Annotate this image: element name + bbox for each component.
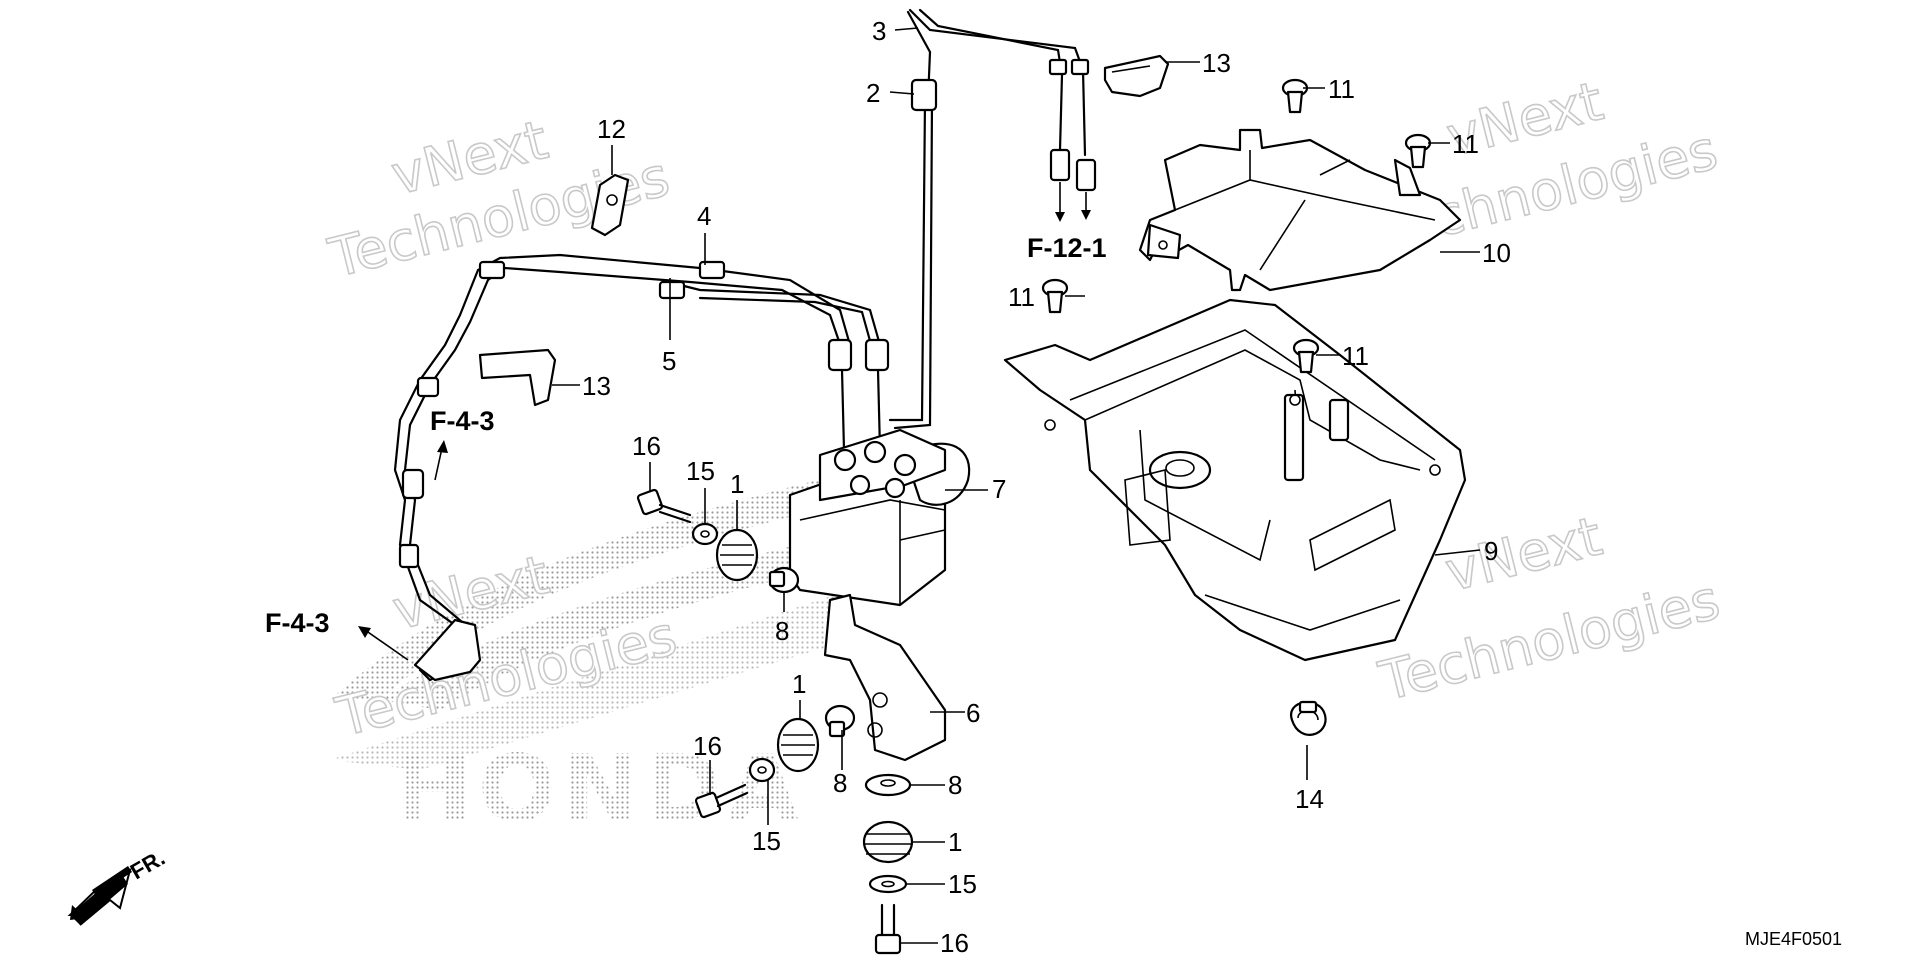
callout-16-c[interactable]: 16 (940, 928, 969, 958)
callout-15-b[interactable]: 15 (752, 826, 781, 856)
callout-6[interactable]: 6 (966, 698, 980, 728)
honda-logo-text: HONDA (395, 735, 805, 842)
clip-11-b[interactable] (1404, 133, 1432, 169)
callout-11-c[interactable]: 11 (1008, 282, 1035, 312)
callout-14[interactable]: 14 (1295, 784, 1324, 814)
watermark-line1: vNext (1439, 505, 1607, 604)
callout-11-a[interactable]: 11 (1328, 74, 1355, 104)
bracket-6[interactable] (823, 593, 947, 762)
collar-8-a[interactable] (768, 566, 800, 594)
callout-8-b[interactable]: 8 (833, 768, 847, 798)
arrow-f-12-1 (1055, 182, 1091, 222)
callout-4[interactable]: 4 (697, 201, 711, 231)
brake-pipe-4-5[interactable] (393, 253, 890, 682)
band-14[interactable] (1290, 700, 1327, 736)
abs-modulator-7[interactable] (788, 428, 971, 607)
clip-12[interactable] (590, 173, 630, 237)
callout-12[interactable]: 12 (597, 114, 626, 144)
grommet-1-b[interactable] (776, 717, 820, 773)
callout-1-c[interactable]: 1 (948, 827, 962, 857)
front-label: FR. (126, 845, 169, 884)
callout-3[interactable]: 3 (872, 16, 886, 46)
washer-15-a[interactable] (691, 522, 719, 546)
arrow-f-4-3-lower (358, 626, 409, 661)
callout-10[interactable]: 10 (1482, 238, 1511, 268)
callout-15-c[interactable]: 15 (948, 869, 977, 899)
callout-16-a[interactable]: 16 (632, 431, 661, 461)
washer-15-c[interactable] (868, 874, 908, 894)
ref-f-4-3-upper[interactable]: F-4-3 (430, 406, 495, 436)
callout-8-a[interactable]: 8 (775, 616, 789, 646)
clip-13-top[interactable] (1103, 54, 1170, 98)
callout-13-top[interactable]: 13 (1202, 48, 1231, 78)
callout-2[interactable]: 2 (866, 78, 880, 108)
watermark-line2: Technologies (1373, 568, 1726, 713)
bolt-16-b[interactable] (694, 783, 749, 819)
cross-references: F-12-1 F-4-3 F-4-3 (265, 233, 1107, 638)
bolt-16-c[interactable] (874, 903, 902, 955)
callout-11-b[interactable]: 11 (1452, 129, 1479, 159)
battery-cover-10[interactable] (1138, 128, 1462, 292)
clip-11-d[interactable] (1292, 338, 1320, 374)
front-direction-indicator: FR. (67, 845, 169, 926)
bolt-16-a[interactable] (636, 488, 692, 524)
callout-15-a[interactable]: 15 (686, 456, 715, 486)
clip-13-left[interactable] (478, 348, 557, 407)
callout-11-d[interactable]: 11 (1342, 341, 1369, 371)
grommet-1-a[interactable] (715, 528, 759, 582)
callout-1-a[interactable]: 1 (730, 469, 744, 499)
diagram-code: MJE4F0501 (1745, 929, 1842, 949)
callout-9[interactable]: 9 (1484, 536, 1498, 566)
callout-7[interactable]: 7 (992, 474, 1006, 504)
callout-5[interactable]: 5 (662, 346, 676, 376)
grommet-1-c[interactable] (862, 820, 914, 864)
callout-1-b[interactable]: 1 (792, 669, 806, 699)
brake-pipe-2[interactable] (888, 78, 938, 430)
ref-f-4-3-lower[interactable]: F-4-3 (265, 608, 330, 638)
callout-16-b[interactable]: 16 (693, 731, 722, 761)
washer-15-b[interactable] (748, 757, 776, 783)
clip-11-c[interactable] (1041, 278, 1069, 314)
callouts: 3 2 13 11 11 10 11 11 12 4 5 13 7 6 9 14… (582, 16, 1511, 958)
callout-13-left[interactable]: 13 (582, 371, 611, 401)
collar-8-c[interactable] (864, 773, 912, 797)
battery-box-9[interactable] (1003, 298, 1467, 662)
leader-lines (552, 27, 1481, 944)
callout-8-c[interactable]: 8 (948, 770, 962, 800)
arrow-f-4-3-upper (434, 440, 448, 481)
ref-f-12-1[interactable]: F-12-1 (1027, 233, 1107, 263)
clip-11-a[interactable] (1281, 78, 1309, 114)
collar-8-b[interactable] (824, 704, 856, 738)
